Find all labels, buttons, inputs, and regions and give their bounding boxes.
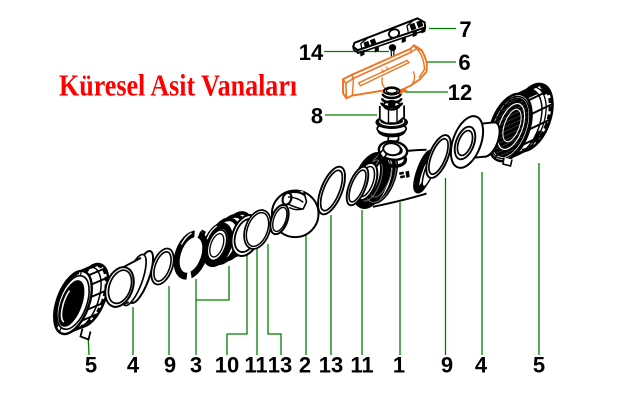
svg-text:11: 11 [350, 353, 373, 378]
svg-text:5: 5 [85, 353, 97, 378]
svg-text:10: 10 [215, 353, 239, 378]
svg-text:2: 2 [299, 353, 311, 378]
svg-text:9: 9 [441, 353, 453, 378]
svg-text:4: 4 [475, 353, 488, 378]
svg-text:8: 8 [311, 104, 323, 129]
svg-text:1: 1 [393, 353, 405, 378]
svg-text:14: 14 [299, 40, 324, 65]
svg-text:5: 5 [533, 353, 545, 378]
svg-text:13: 13 [268, 353, 292, 378]
svg-text:Küresel Asit Vanaları: Küresel Asit Vanaları [59, 68, 297, 103]
svg-text:3: 3 [190, 353, 202, 378]
svg-text:7: 7 [459, 17, 471, 42]
svg-text:13: 13 [319, 353, 343, 378]
svg-text:6: 6 [458, 50, 470, 75]
svg-text:12: 12 [448, 80, 472, 105]
svg-text:11: 11 [244, 353, 267, 378]
svg-text:9: 9 [164, 353, 176, 378]
svg-text:4: 4 [127, 353, 140, 378]
